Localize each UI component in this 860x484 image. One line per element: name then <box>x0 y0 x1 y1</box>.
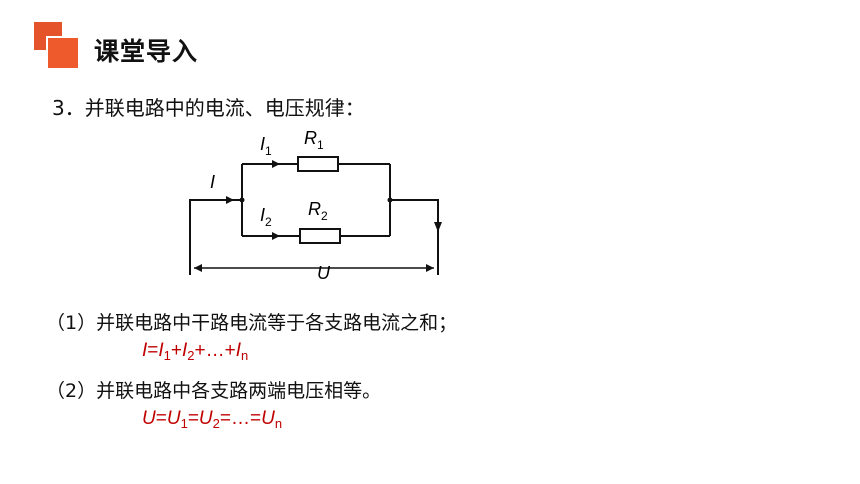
arrow-branch1-current <box>272 160 280 168</box>
section-heading: 3．并联电路中的电流、电压规律： <box>52 96 365 120</box>
rule-voltage: （2）并联电路中各支路两端电压相等。 <box>46 380 382 402</box>
label-branch2-current: I2 <box>260 205 272 229</box>
rule-current: （1）并联电路中干路电流等于各支路电流之和； <box>46 312 458 334</box>
label-total-current: I <box>210 172 215 192</box>
label-resistor-r1: R1 <box>304 128 324 152</box>
resistor-r2 <box>299 228 341 244</box>
arrow-total-current <box>226 196 234 204</box>
label-resistor-r2: R2 <box>308 199 328 223</box>
logo-square-front <box>46 36 80 70</box>
label-branch1-current: I1 <box>260 134 272 158</box>
parallel-circuit-diagram: I I1 R1 I2 R2 U <box>189 128 442 282</box>
section-logo-icon <box>34 22 80 70</box>
arrow-voltage-right <box>426 264 434 272</box>
formula-current: I=I1+I2+…+In <box>142 340 249 363</box>
arrow-output-current <box>434 222 442 232</box>
junction-right <box>387 197 393 203</box>
page-title: 课堂导入 <box>94 37 199 66</box>
arrow-branch2-current <box>272 232 280 240</box>
resistor-r1 <box>297 156 339 172</box>
wire-right-output <box>390 199 439 275</box>
arrow-voltage-left <box>194 264 202 272</box>
formula-voltage: U=U1=U2=…=Un <box>142 408 283 431</box>
junction-left <box>239 197 245 203</box>
label-voltage: U <box>317 263 331 282</box>
wire-left-input <box>189 199 242 275</box>
